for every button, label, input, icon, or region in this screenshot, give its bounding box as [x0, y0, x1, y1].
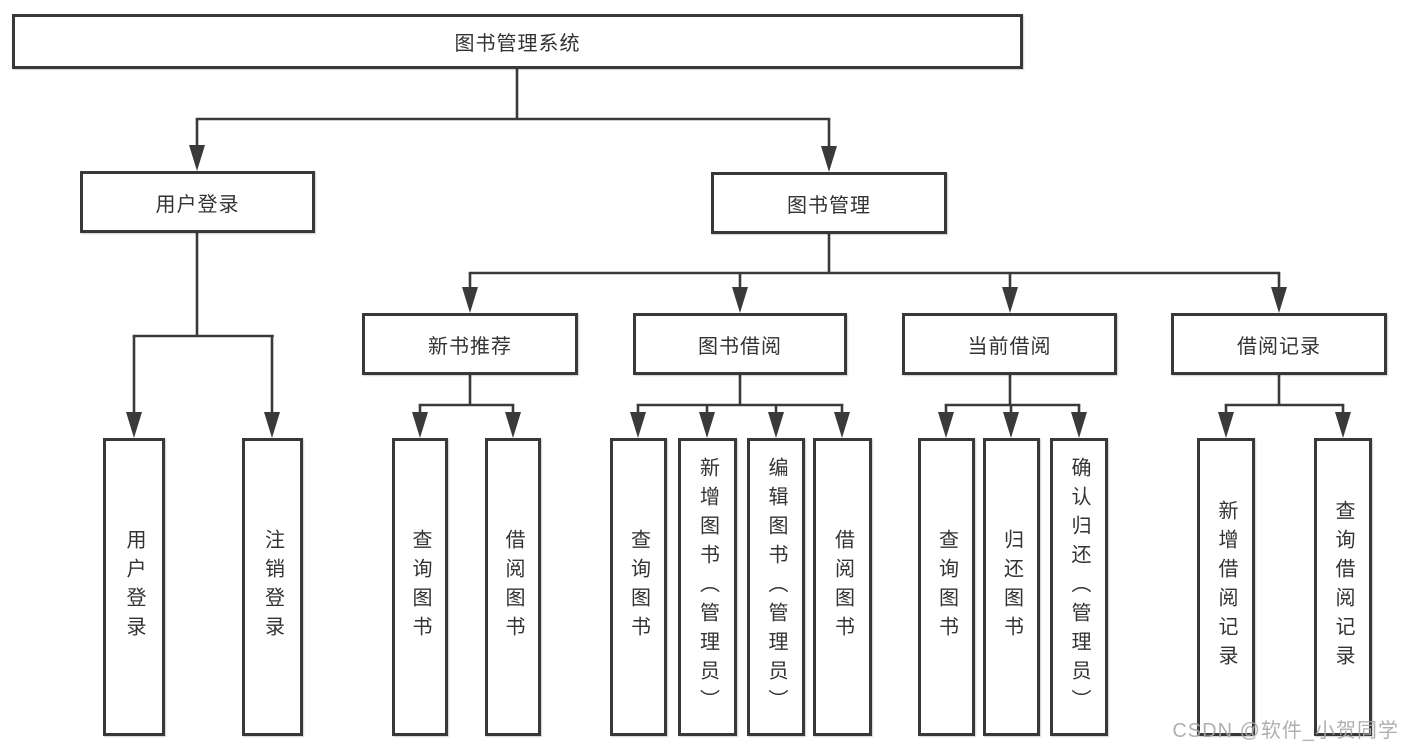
leaf-query-borrow-record-label: 查询借阅记录: [1332, 500, 1354, 674]
node-book-management: 图书管理: [711, 172, 947, 234]
leaf-user-login-label: 用户登录: [123, 529, 145, 645]
node-user-login-label: 用户登录: [155, 193, 240, 216]
leaf-query-books-recommend-label: 查询图书: [409, 529, 431, 645]
node-root: 图书管理系统: [12, 14, 1023, 69]
leaf-confirm-return-admin: 确认归还（管理员）: [1050, 438, 1108, 736]
connector-user-login-to-leaves: [126, 233, 280, 438]
node-new-book-recommend-label: 新书推荐: [428, 335, 512, 358]
leaf-logout: 注销登录: [242, 438, 303, 736]
node-book-management-label: 图书管理: [787, 194, 871, 217]
leaf-add-borrow-record: 新增借阅记录: [1197, 438, 1255, 736]
leaf-logout-label: 注销登录: [261, 529, 284, 645]
connector-root-to-level2: [189, 69, 837, 172]
leaf-query-books-borrow: 查询图书: [610, 438, 667, 736]
leaf-borrow-books-recommend: 借阅图书: [485, 438, 541, 736]
leaf-add-book-admin: 新增图书（管理员）: [678, 438, 737, 736]
node-borrow-records-label: 借阅记录: [1237, 335, 1321, 358]
leaf-edit-book-admin: 编辑图书（管理员）: [747, 438, 805, 736]
leaf-add-book-admin-label: 新增图书（管理员）: [696, 456, 719, 718]
connector-new-book-recommend-to-leaves: [412, 375, 521, 438]
leaf-query-books-recommend: 查询图书: [392, 438, 448, 736]
leaf-borrow-books-label: 借阅图书: [831, 529, 854, 645]
leaf-borrow-books: 借阅图书: [813, 438, 872, 736]
node-book-borrow-label: 图书借阅: [698, 335, 782, 358]
node-root-label: 图书管理系统: [454, 33, 581, 55]
connector-book-borrow-to-leaves: [630, 375, 850, 438]
leaf-confirm-return-admin-label: 确认归还（管理员）: [1068, 456, 1090, 718]
node-user-login: 用户登录: [80, 171, 315, 233]
leaf-query-books-current: 查询图书: [918, 438, 975, 736]
leaf-edit-book-admin-label: 编辑图书（管理员）: [765, 456, 787, 718]
connector-book-management-to-level3: [462, 234, 1287, 313]
leaf-return-book: 归还图书: [983, 438, 1040, 736]
leaf-add-borrow-record-label: 新增借阅记录: [1215, 500, 1237, 674]
leaf-borrow-books-recommend-label: 借阅图书: [502, 529, 524, 645]
watermark: CSDN @软件_小贺同学: [1172, 720, 1399, 742]
connector-current-borrow-to-leaves: [938, 375, 1087, 438]
leaf-query-books-current-label: 查询图书: [935, 529, 958, 645]
leaf-return-book-label: 归还图书: [1000, 529, 1023, 645]
connector-borrow-records-to-leaves: [1218, 375, 1351, 438]
leaf-query-borrow-record: 查询借阅记录: [1314, 438, 1372, 736]
leaf-query-books-borrow-label: 查询图书: [627, 529, 650, 645]
node-current-borrow-label: 当前借阅: [967, 335, 1052, 358]
leaf-user-login: 用户登录: [103, 438, 165, 736]
node-borrow-records: 借阅记录: [1171, 313, 1387, 375]
node-current-borrow: 当前借阅: [902, 313, 1117, 375]
node-new-book-recommend: 新书推荐: [362, 313, 578, 375]
node-book-borrow: 图书借阅: [633, 313, 847, 375]
